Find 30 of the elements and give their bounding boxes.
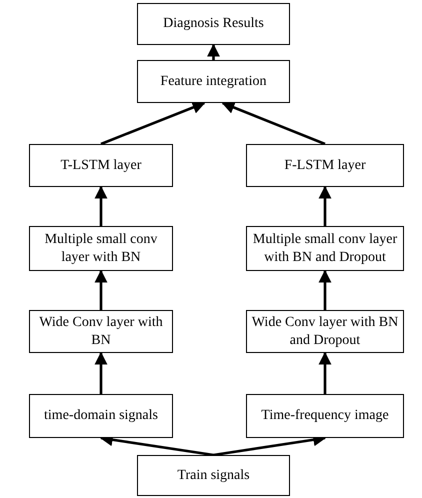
arrow — [318, 270, 332, 310]
box-label: T-LSTM layer — [60, 156, 142, 174]
process-box — [29, 226, 173, 271]
box-label: time-domain signals — [44, 407, 158, 425]
process-box — [137, 3, 290, 45]
box-label: Multiple small conv layer with BN and Dropout — [252, 231, 398, 266]
process-box — [137, 60, 290, 103]
box-label: Wide Conv layer with BN — [38, 314, 164, 349]
arrow — [207, 44, 220, 60]
process-box — [246, 144, 404, 187]
box-label: Time-frequency image — [261, 407, 389, 425]
box-label: Feature integration — [160, 72, 267, 90]
arrow — [318, 352, 332, 394]
process-box — [29, 310, 173, 353]
box-label: F-LSTM layer — [284, 156, 366, 174]
process-box — [246, 394, 404, 438]
arrow — [94, 270, 108, 310]
box-label: Diagnosis Results — [163, 15, 264, 33]
arrow — [100, 101, 206, 146]
arrow — [221, 101, 326, 146]
box-label: Wide Conv layer with BN and Dropout — [250, 314, 400, 349]
arrow — [94, 352, 108, 394]
process-box — [29, 144, 173, 187]
process-box — [137, 455, 290, 496]
box-label: Multiple small conv layer with BN — [44, 231, 158, 266]
arrow — [318, 186, 332, 226]
process-box — [29, 394, 173, 438]
box-label: Train signals — [177, 466, 250, 484]
arrow — [94, 186, 108, 226]
process-box — [246, 226, 404, 271]
